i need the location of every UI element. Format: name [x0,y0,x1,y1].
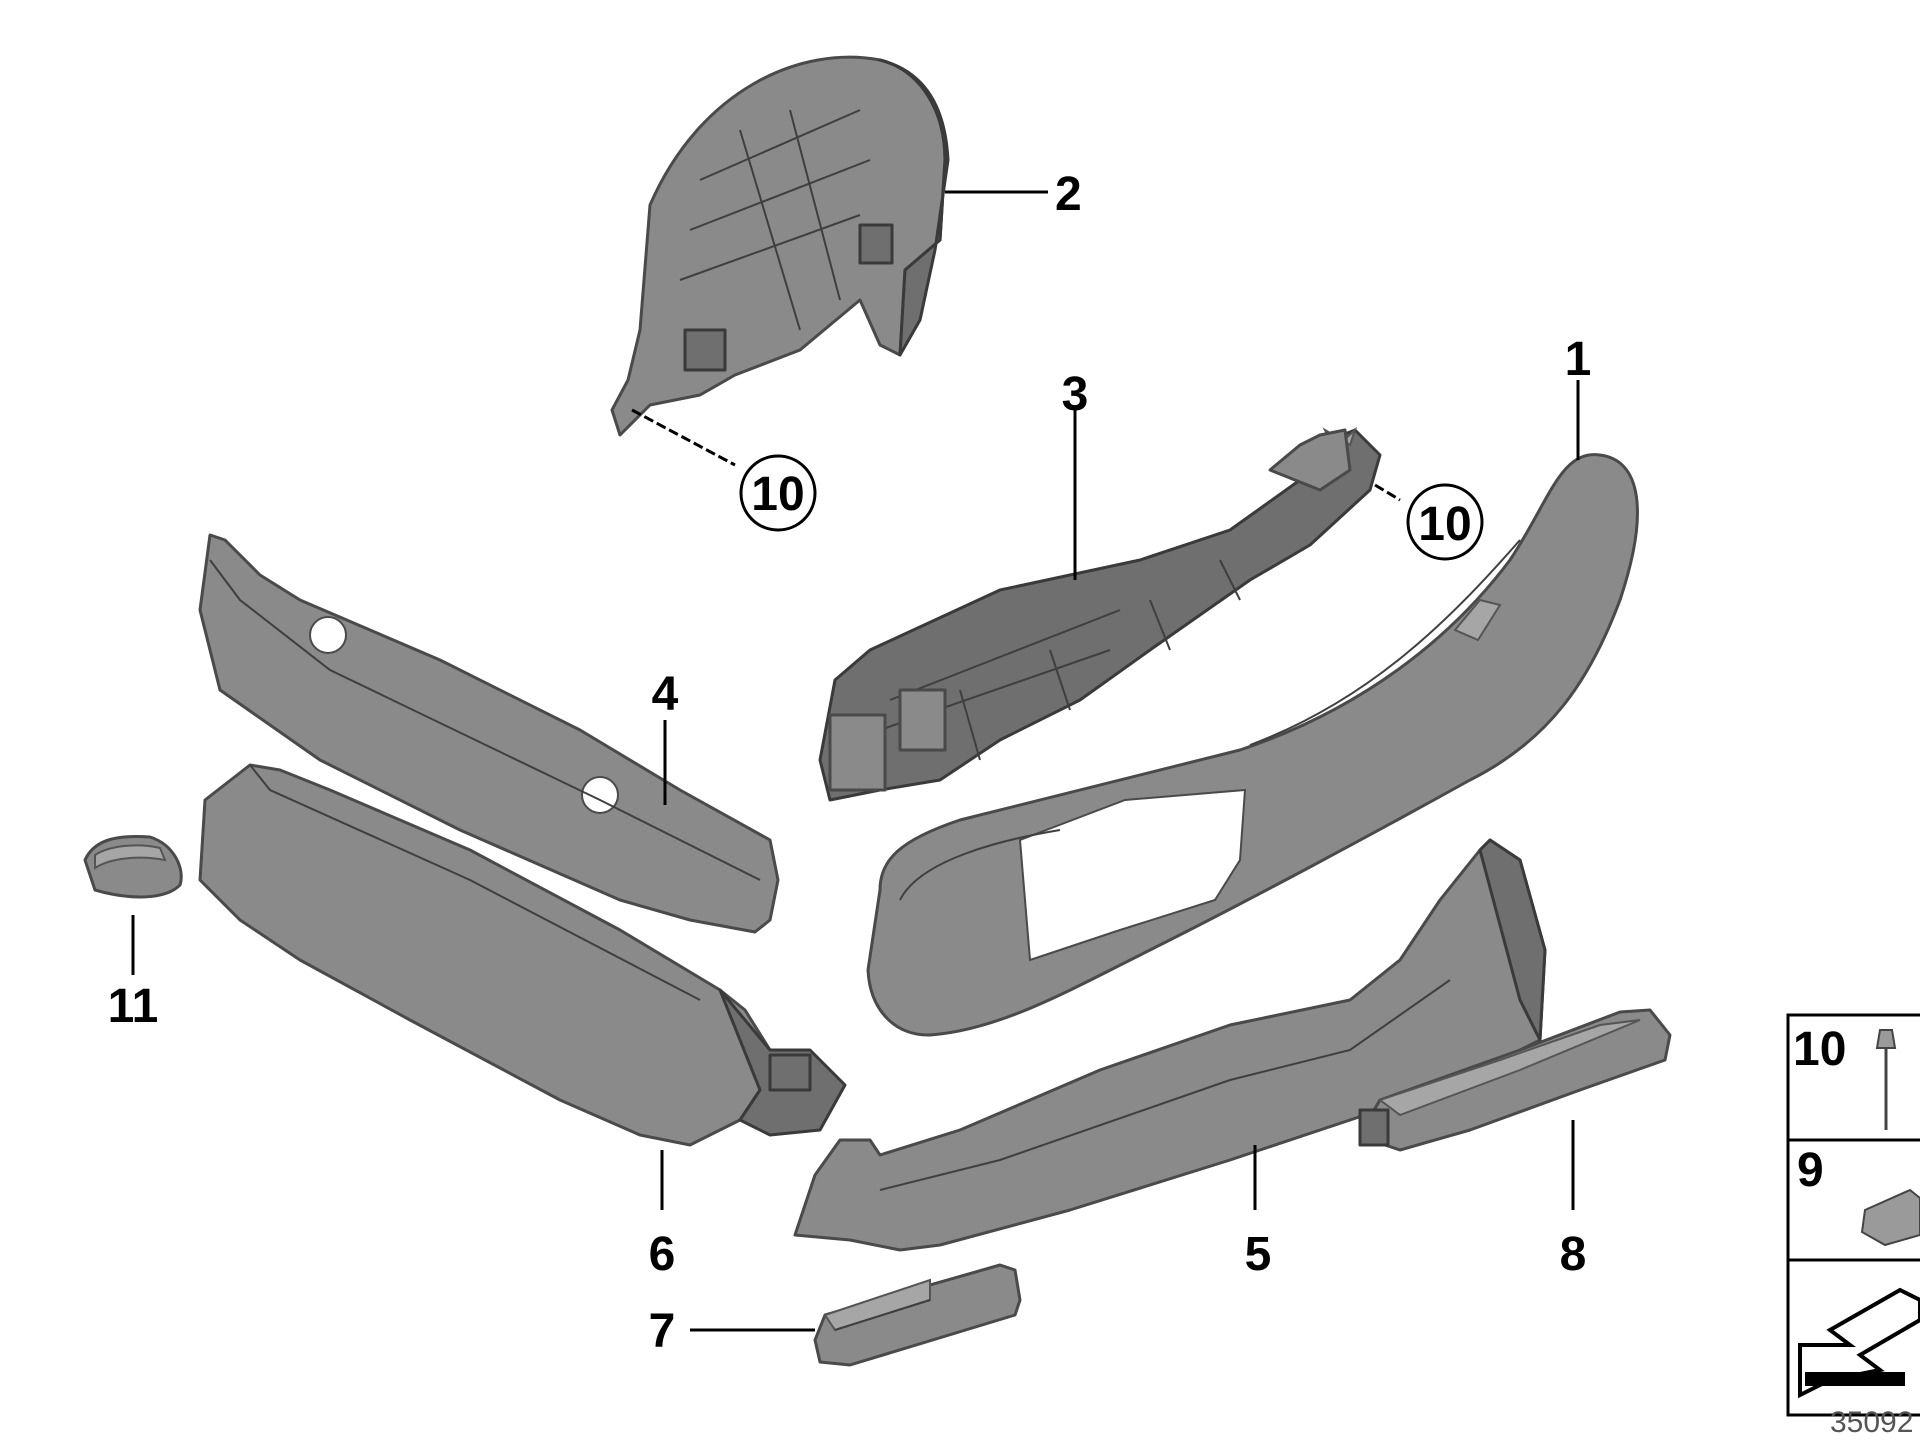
legend-9-label: 9 [1797,1144,1824,1197]
callout-3: 3 [1062,368,1089,421]
callout-6: 6 [649,1228,676,1281]
callout-7: 7 [649,1305,676,1358]
leader-10b [1374,483,1401,502]
callout-10b-circle [1406,483,1484,561]
callout-10a: 10 [751,468,804,521]
part-5-lower-trim [793,838,1547,1252]
callout-8: 8 [1560,1228,1587,1281]
hardware-legend: 10 9 [1786,1013,1920,1417]
leader-10a [631,408,736,467]
part-6-lower-cover [198,763,847,1147]
part-1-side-trim-panel [866,453,1639,1037]
part-2-backrest-cover [610,55,950,437]
part-7-clip [813,1263,1022,1367]
part-11-cap [83,835,183,899]
rivet-icon [1875,1029,1897,1130]
part-4-front-strip [198,533,780,934]
legend-10-label: 10 [1793,1023,1846,1076]
callout-4: 4 [652,668,679,721]
clip-icon [1860,1188,1920,1247]
callout-10a-circle [739,454,817,532]
arrow-symbol-icon [1798,1287,1920,1399]
part-8-rear-strip [1358,1008,1672,1152]
callout-5: 5 [1245,1228,1272,1281]
diagram-number: 35092 [1830,1406,1913,1439]
callout-2: 2 [1055,168,1082,221]
part-3-inner-trim [818,426,1382,802]
callout-11: 11 [108,980,159,1033]
callout-10b: 10 [1418,498,1471,551]
callout-1: 1 [1565,333,1592,386]
